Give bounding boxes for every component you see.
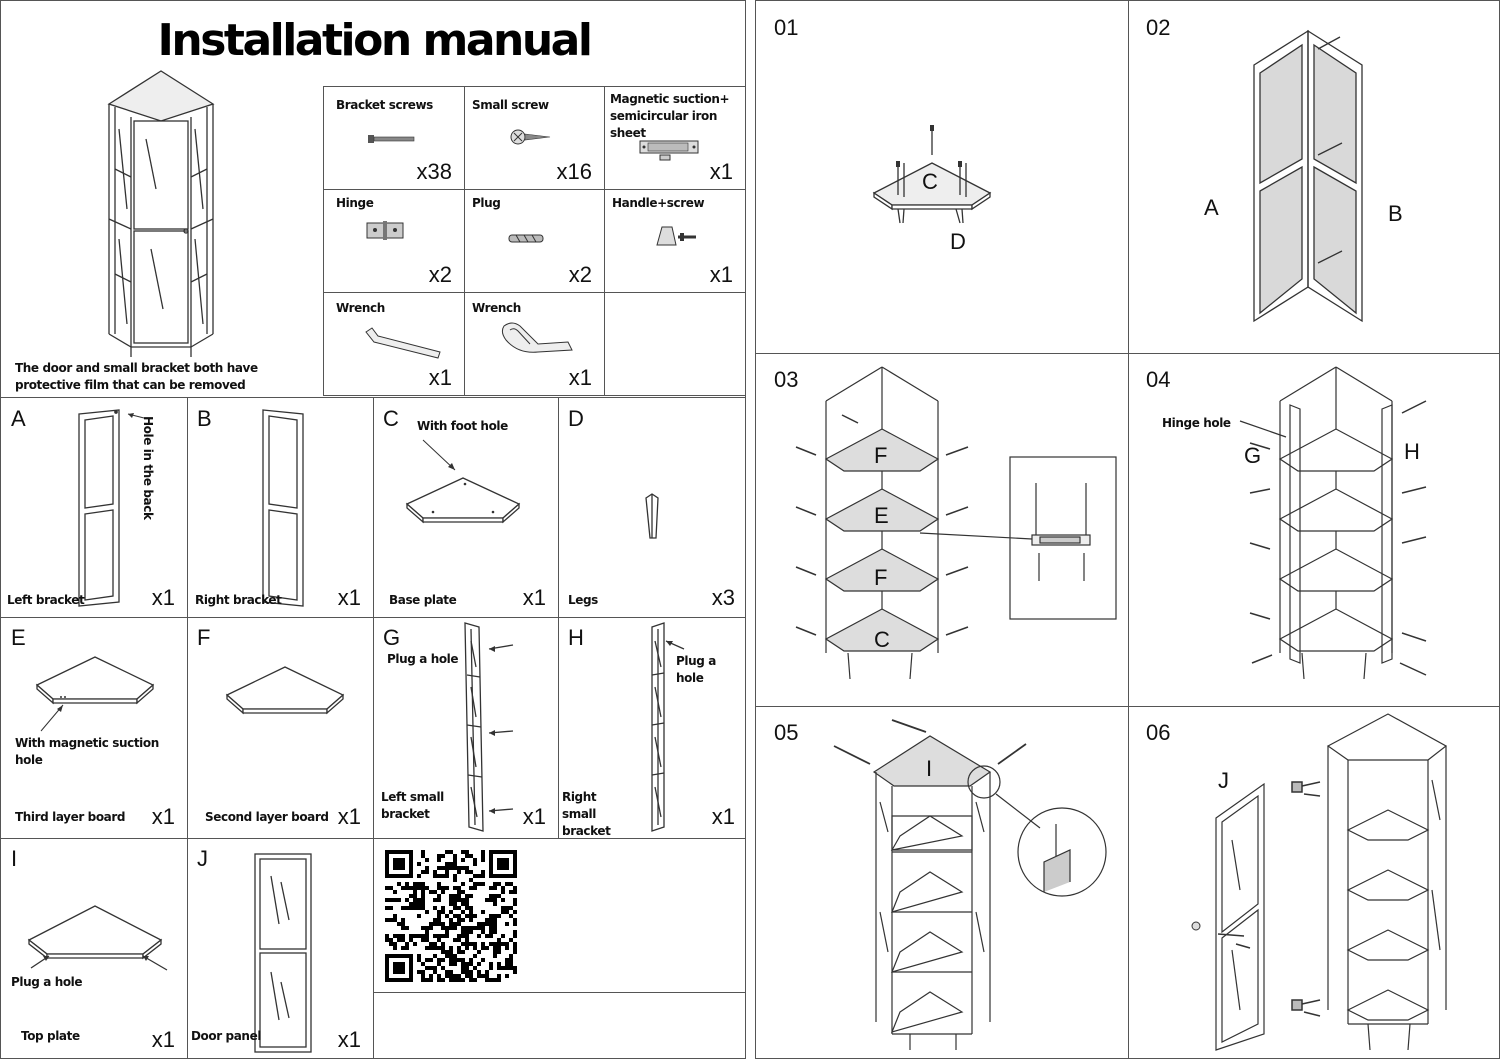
step-04: 04 Hinge hole G H: [1128, 353, 1499, 707]
parts-sheet: Installation manual The door and small b…: [0, 0, 746, 1059]
step-02-label-b: B: [1388, 201, 1403, 226]
step-04-label-h: H: [1404, 439, 1420, 464]
step-05: 05 I: [756, 706, 1129, 1058]
part-cell-f: F Second layer board x1: [187, 617, 374, 839]
cabinet-note: The door and small bracket both have pro…: [15, 361, 258, 392]
step-03-label-e: E: [874, 503, 889, 528]
cabinet-overview-illustration: [107, 70, 215, 357]
bracket-screw-icon: [368, 135, 415, 143]
part-cell-g: G Plug a hole Left small bracket x1: [373, 617, 559, 839]
part-cell-h: H Plug a hole Right small bracket x1: [558, 617, 745, 839]
step-01-label-c: C: [922, 169, 938, 194]
step-04-label-g: G: [1244, 443, 1262, 468]
door-panel-illustration: [254, 853, 312, 1053]
part-cell-e: E With magnetic suction hole Third layer…: [1, 617, 188, 839]
part-cell-a: A Hole in the back Left bracket x1: [1, 397, 188, 618]
step-02-illustration: [1253, 29, 1363, 323]
step-06: 06 J: [1128, 706, 1499, 1058]
hardware-cell-small-screw: Small screw x16: [464, 86, 605, 190]
part-cell-j: J Door panel x1: [187, 838, 374, 1058]
empty-cell: [373, 992, 745, 1058]
part-cell-c: C With foot hole Base plate x1: [373, 397, 559, 618]
step-03-label-f-bottom: F: [874, 565, 888, 590]
hex-wrench-icon: [365, 327, 441, 359]
qr-code-icon[interactable]: [385, 850, 517, 982]
hardware-cell-magnet: Magnetic suction+ semicircular iron shee…: [604, 86, 745, 190]
base-plate-illustration: [405, 477, 521, 524]
step-01-label-d: D: [950, 229, 966, 254]
manual-title: Installation manual: [157, 15, 593, 66]
arrow-icon: [127, 413, 145, 419]
step-04-hinge-note: Hinge hole: [1162, 416, 1231, 430]
hardware-cell-handle: Handle+screw x1: [604, 189, 745, 293]
right-small-bracket-illustration: [651, 622, 685, 832]
part-cell-i: I Plug a hole Top plate x1: [1, 838, 188, 1058]
arrow-icon: [422, 439, 456, 471]
step-03-illustration: [795, 366, 1117, 680]
hinge-icon: [366, 221, 404, 240]
qr-code-cell: [373, 838, 745, 993]
steps-sheet: 01 C D 02 A B 03 F E F C 04 Hinge hole G…: [755, 0, 1500, 1059]
small-screw-icon: [510, 129, 551, 145]
step-01: 01 C D: [756, 1, 1129, 354]
hardware-cell-empty: [604, 292, 745, 396]
leg-illustration: [645, 493, 659, 539]
third-layer-board-illustration: [35, 656, 155, 705]
hardware-cell-hex-wrench: Wrench x1: [323, 292, 465, 396]
step-06-label-j: J: [1218, 768, 1229, 793]
part-cell-d: D Legs x3: [558, 397, 745, 618]
hardware-cell-bracket-screws: Bracket screws x38: [323, 86, 465, 190]
left-small-bracket-illustration: [464, 622, 514, 832]
step-05-label-i: I: [926, 756, 933, 781]
handle-icon: [656, 226, 696, 246]
second-layer-board-illustration: [225, 666, 345, 715]
step-03-label-c: C: [874, 627, 890, 652]
step-04-illustration: [1239, 366, 1427, 680]
hardware-cell-hinge: Hinge x2: [323, 189, 465, 293]
right-bracket-illustration: [262, 409, 304, 607]
step-02: 02 A B: [1128, 1, 1499, 354]
step-02-label-a: A: [1204, 195, 1219, 220]
part-cell-b: B Right bracket x1: [187, 397, 374, 618]
step-06-illustration: [1191, 713, 1448, 1051]
step-03-label-f-top: F: [874, 443, 888, 468]
step-05-illustration: [833, 719, 1107, 1050]
wrench-icon: [501, 322, 573, 353]
left-bracket-illustration: [78, 409, 120, 607]
top-plate-illustration: [27, 905, 168, 971]
hardware-cell-plug: Plug x2: [464, 189, 605, 293]
plug-icon: [508, 234, 544, 243]
hardware-cell-wrench: Wrench x1: [464, 292, 605, 396]
step-03: 03 F E F C: [756, 353, 1129, 707]
arrow-icon: [40, 704, 64, 732]
magnet-icon: [639, 140, 699, 161]
step-01-illustration: [872, 125, 992, 224]
